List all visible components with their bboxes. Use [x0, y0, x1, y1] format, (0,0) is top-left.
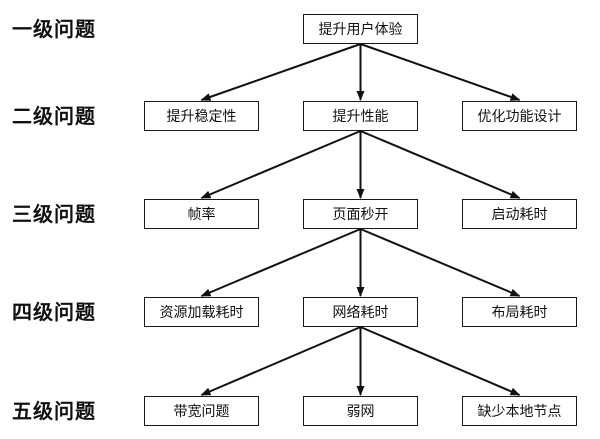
node-l4-center: 网络耗时 — [303, 297, 418, 327]
edge-l2_center-to-l3_right — [360, 130, 521, 199]
node-l4-left: 资源加载耗时 — [144, 297, 259, 327]
edge-root-to-l2_right — [360, 43, 521, 101]
level-label-1: 一级问题 — [12, 17, 96, 41]
edge-l4_center-to-l5_right — [360, 326, 521, 396]
node-l2-right: 优化功能设计 — [462, 101, 577, 131]
node-root: 提升用户体验 — [303, 14, 418, 44]
edge-root-to-l2_left — [200, 43, 361, 101]
edge-l3_center-to-l4_left — [200, 228, 361, 297]
edge-l2_center-to-l3_left — [200, 130, 361, 199]
node-l3-right: 启动耗时 — [462, 199, 577, 229]
node-l4-right: 布局耗时 — [462, 297, 577, 327]
edge-l3_center-to-l4_right — [360, 228, 521, 297]
node-l5-right: 缺少本地节点 — [462, 396, 577, 426]
node-l3-center: 页面秒开 — [303, 199, 418, 229]
level-label-4: 四级问题 — [12, 300, 96, 324]
node-l5-center: 弱网 — [303, 396, 418, 426]
node-l5-left: 带宽问题 — [144, 396, 259, 426]
level-label-5: 五级问题 — [12, 399, 96, 423]
level-label-2: 二级问题 — [12, 104, 96, 128]
node-l3-left: 帧率 — [144, 199, 259, 229]
edge-l4_center-to-l5_left — [200, 326, 361, 396]
node-l2-left: 提升稳定性 — [144, 101, 259, 131]
node-l2-center: 提升性能 — [303, 101, 418, 131]
level-label-3: 三级问题 — [12, 202, 96, 226]
